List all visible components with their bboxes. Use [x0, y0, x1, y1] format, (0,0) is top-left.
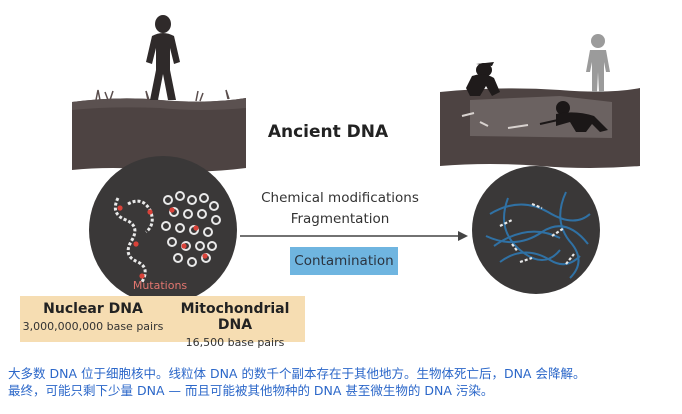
early-human-figure	[146, 15, 180, 100]
process-chemical-modifications: Chemical modifications	[261, 190, 419, 206]
degraded-dna-circle	[472, 166, 600, 294]
mitochondrial-dna-name: Mitochondrial DNA	[180, 301, 290, 333]
nuclear-dna-pairs: 3,000,000,000 base pairs	[22, 320, 164, 333]
archaeologist-figure	[466, 62, 500, 96]
caption-line-1: 大多数 DNA 位于细胞核中。线粒体 DNA 的数千个副本存在于其他地方。生物体…	[8, 366, 586, 381]
diagram-title: Ancient DNA	[267, 122, 389, 142]
nuclear-dna-box: Nuclear DNA 3,000,000,000 base pairs	[20, 296, 166, 342]
nuclear-dna-name: Nuclear DNA	[43, 301, 143, 317]
excavation-ground	[440, 88, 640, 168]
living-ground	[72, 89, 246, 172]
standing-person-figure	[586, 34, 610, 92]
mutations-label: Mutations	[132, 279, 188, 292]
process-fragmentation: Fragmentation	[290, 211, 390, 227]
contamination-label: Contamination	[290, 247, 398, 275]
figure-caption: 大多数 DNA 位于细胞核中。线粒体 DNA 的数千个副本存在于其他地方。生物体…	[8, 365, 676, 399]
degradation-arrow	[240, 231, 468, 241]
caption-line-2: 最终，可能只剩下少量 DNA — 而且可能被其他物种的 DNA 甚至微生物的 D…	[8, 383, 494, 398]
cell-dna-circle	[89, 156, 237, 304]
excavator-figure	[539, 101, 608, 132]
mitochondrial-dna-pairs: 16,500 base pairs	[185, 336, 285, 349]
mitochondrial-dna-box: Mitochondrial DNA 16,500 base pairs	[165, 296, 305, 349]
